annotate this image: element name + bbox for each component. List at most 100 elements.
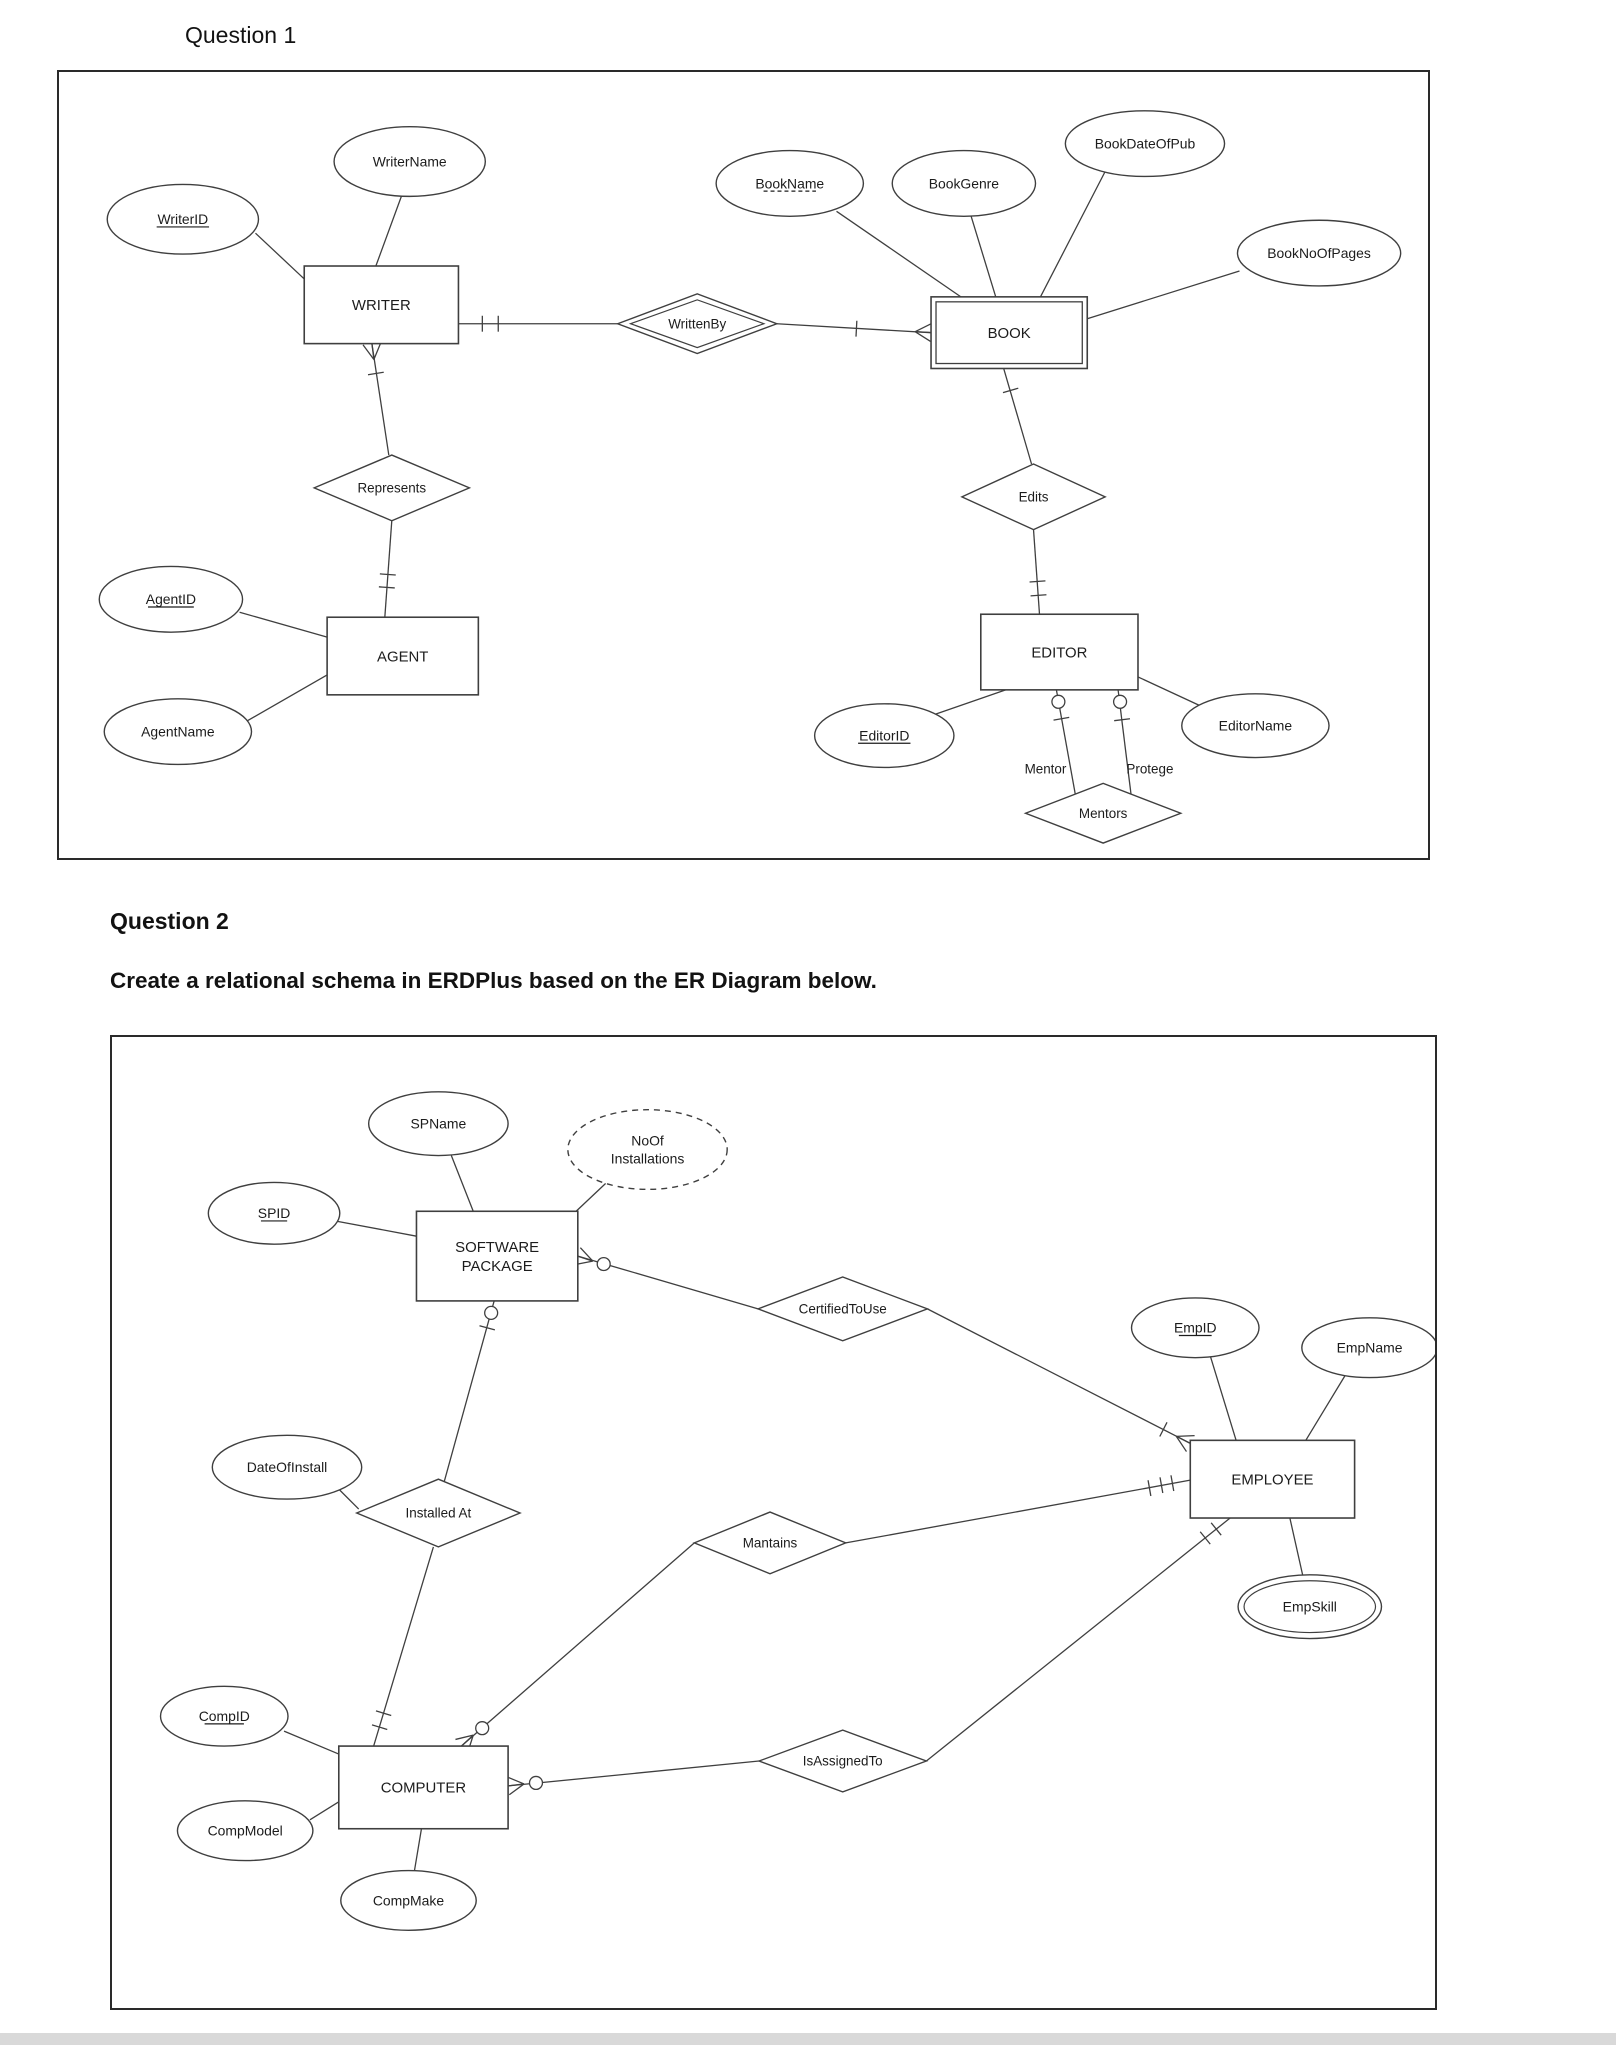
cardinality-tick-mark: [1114, 718, 1131, 722]
connector-line: [776, 323, 932, 334]
connector-line: [336, 1220, 417, 1237]
attribute-compmake: CompMake: [340, 1869, 477, 1932]
question2-instruction: Create a relational schema in ERDPlus ba…: [110, 968, 877, 993]
cardinality-tick-mark: [1159, 1477, 1164, 1494]
cardinality-crow-mark: [1175, 1434, 1195, 1452]
connector-line: [373, 1546, 435, 1747]
cardinality-tick-mark: [1210, 1522, 1222, 1536]
cardinality-tick-mark: [1002, 387, 1019, 394]
label-text: Edits: [1019, 490, 1049, 505]
connector-line: [970, 215, 997, 298]
attribute-compmodel: CompModel: [176, 1800, 314, 1862]
label-text: PACKAGE: [462, 1258, 533, 1275]
role-label: Mentor: [1025, 761, 1067, 776]
attribute-dateofinstall: DateOfInstall: [211, 1434, 363, 1500]
cardinality-tick-mark: [367, 371, 384, 376]
relationship-writtenby: WrittenBy: [615, 293, 779, 355]
connector-line: [413, 1828, 423, 1871]
connector-line: [1305, 1374, 1347, 1441]
connector-line: [845, 1479, 1191, 1544]
cardinality-tick-mark: [1053, 716, 1070, 721]
attribute-bookname: BookName: [715, 149, 865, 217]
attribute-editorid: EditorID: [813, 703, 955, 769]
relationship-certifiedtouse: CertifiedToUse: [756, 1276, 930, 1342]
page-bottom-edge: [0, 2033, 1616, 2045]
relationship-isassignedto: IsAssignedTo: [757, 1729, 929, 1793]
question2-diagram-frame: SOFTWARE PACKAGE EMPLOYEE COMPUTER Certified…: [110, 1035, 1437, 2010]
label-text: EmpID: [1174, 1320, 1217, 1336]
label-text: EmpName: [1337, 1340, 1403, 1356]
question2-er-diagram: SOFTWARE PACKAGE EMPLOYEE COMPUTER Certified…: [159, 1091, 1435, 1932]
connector-line: [1032, 529, 1041, 615]
entity-agent: AGENT: [326, 616, 480, 696]
cardinality-tick-mark: [378, 586, 395, 589]
attribute-booknoofpages: BookNoOfPages: [1236, 219, 1402, 287]
attribute-agentname: AgentName: [103, 698, 253, 766]
cardinality-circle-mark: [596, 1256, 611, 1272]
connector-line: [1289, 1517, 1304, 1576]
attribute-bookgenre: BookGenre: [891, 149, 1037, 217]
attribute-empskill: EmpSkill: [1237, 1574, 1383, 1640]
connector-line: [255, 232, 305, 280]
label-text: Installed At: [406, 1506, 472, 1521]
connector-line: [247, 674, 328, 722]
label-text: IsAssignedTo: [803, 1754, 883, 1769]
label-text: CertifiedToUse: [799, 1302, 887, 1317]
attribute-spname: SPName: [367, 1091, 509, 1157]
cardinality-tick-mark: [855, 320, 858, 337]
cardinality-tick-mark: [1029, 580, 1046, 583]
attribute-empid: EmpID: [1130, 1297, 1260, 1359]
label-text: EDITOR: [1031, 644, 1087, 661]
entity-editor: EDITOR: [979, 613, 1139, 691]
label-text: WriterID: [157, 211, 208, 227]
label-text: CompModel: [208, 1823, 283, 1839]
label-text: AGENT: [377, 648, 428, 665]
label-text: EMPLOYEE: [1231, 1471, 1313, 1488]
cardinality-tick-mark: [1170, 1475, 1175, 1492]
relationship-represents: Represents: [312, 454, 472, 522]
cardinality-tick-mark: [1199, 1531, 1211, 1545]
cardinality-crow-mark: [914, 322, 932, 343]
label-text: NoOf: [631, 1132, 664, 1148]
label-text: COMPUTER: [381, 1780, 467, 1797]
attribute-bookdateofpub: BookDateOfPub: [1064, 110, 1226, 178]
connector-line: [1137, 676, 1207, 710]
label-text: SPName: [410, 1116, 466, 1132]
relationship-mentors: Mentors: [1023, 782, 1183, 844]
label-text: CompMake: [373, 1892, 445, 1908]
label-text: WriterName: [373, 153, 447, 169]
question2-heading: Question 2: [110, 908, 229, 934]
entity-software-package: SOFTWARE PACKAGE: [415, 1210, 579, 1302]
cardinality-tick-mark: [379, 573, 396, 576]
label-text: Mantains: [743, 1536, 798, 1551]
cardinality-tick-mark: [1147, 1480, 1152, 1497]
connector-line: [1039, 171, 1106, 298]
label-text: AgentID: [146, 591, 196, 607]
label-text: EmpSkill: [1283, 1599, 1337, 1615]
cardinality-tick-mark: [1030, 594, 1047, 597]
connector-line: [1209, 1355, 1237, 1441]
cardinality-crow-mark: [362, 342, 382, 360]
relationship-edits: Edits: [960, 463, 1107, 531]
label-text: EditorName: [1219, 718, 1293, 734]
label-text: SOFTWARE: [455, 1239, 539, 1256]
label-text: Installations: [611, 1150, 685, 1166]
entity-computer: COMPUTER: [337, 1745, 509, 1830]
connector-line: [508, 1760, 760, 1787]
attribute-empname: EmpName: [1301, 1317, 1435, 1379]
relationship-installedat: Installed At: [354, 1478, 522, 1548]
label-text: EditorID: [859, 727, 909, 743]
cardinality-circle-mark: [1112, 694, 1128, 709]
connector-line: [283, 1730, 340, 1755]
cardinality-circle-mark: [484, 1305, 499, 1320]
connector-line: [927, 689, 1006, 718]
connector-line: [836, 210, 962, 298]
label-text: SPID: [258, 1205, 291, 1221]
label-text: BookName: [755, 175, 824, 191]
entity-employee: EMPLOYEE: [1189, 1439, 1356, 1519]
connector-line: [450, 1155, 474, 1212]
cardinality-tick-mark: [375, 1710, 392, 1717]
